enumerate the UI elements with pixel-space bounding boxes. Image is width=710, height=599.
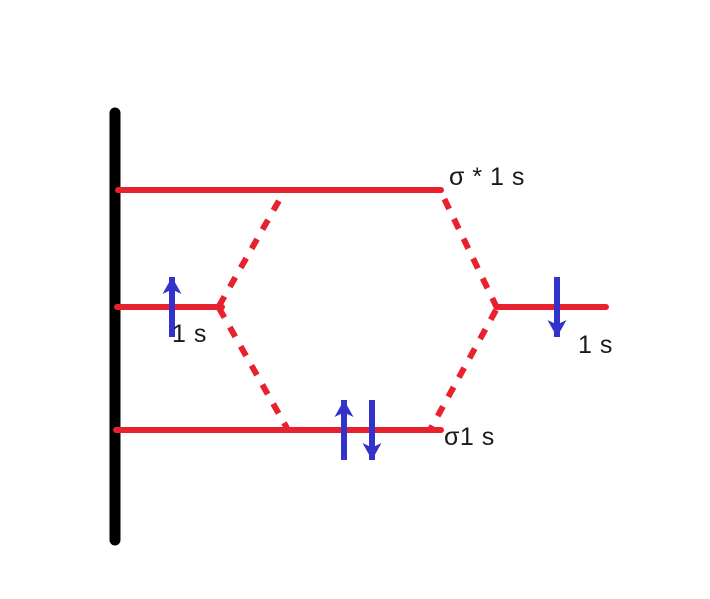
electron-arrow-up [334, 400, 354, 460]
correlation-lines [216, 188, 500, 432]
label-molecular-sigma-1s: σ1 s [444, 423, 495, 451]
corr-left-up-to-sigma-star [216, 188, 288, 308]
electron-arrow-up [162, 277, 182, 337]
label-molecular-sigma-star-1s: σ * 1 s [449, 163, 525, 191]
electron-arrows [162, 277, 567, 460]
electron-arrow-down [547, 277, 567, 337]
corr-left-down-to-sigma [216, 306, 291, 432]
corr-right-down-to-sigma [427, 308, 499, 432]
energy-level-lines [113, 187, 609, 433]
label-atomic-1s-right: 1 s [578, 331, 613, 359]
electron-arrow-down [362, 400, 382, 460]
label-atomic-1s-left: 1 s [172, 320, 207, 348]
corr-right-up-to-sigma-star [437, 188, 500, 310]
